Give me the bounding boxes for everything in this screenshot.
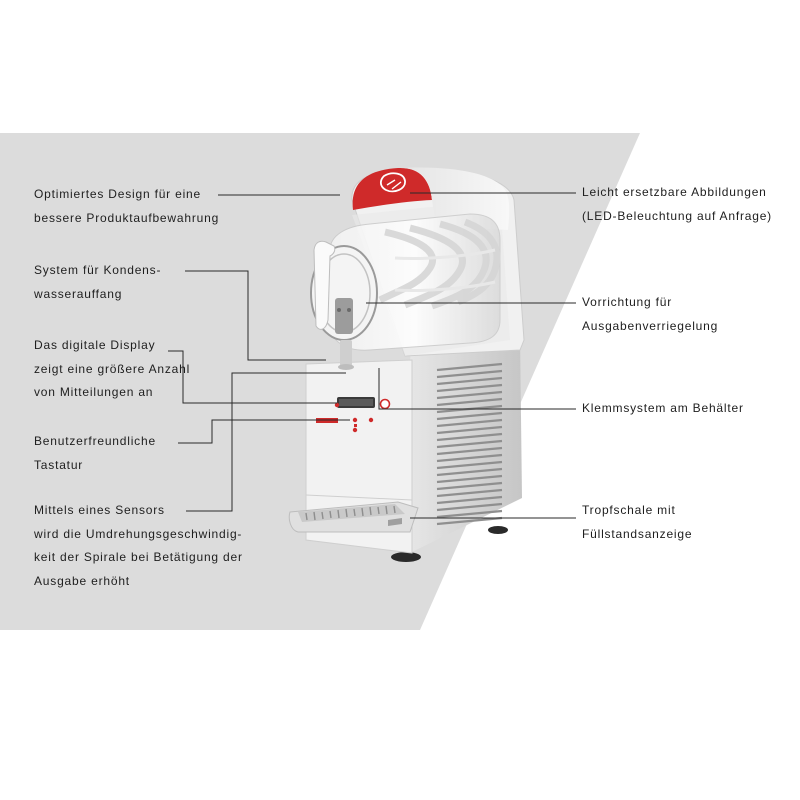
fill-level-window xyxy=(388,518,402,526)
callout-tastatur: Benutzerfreundliche Tastatur xyxy=(34,430,156,477)
callout-tropf: Tropfschale mit Füllstandsanzeige xyxy=(582,499,692,546)
dispenser-nozzle xyxy=(340,340,352,366)
cap-side xyxy=(400,167,510,230)
callout-line: Mittels eines Sensors xyxy=(34,503,165,517)
callout-klemm: Klemmsystem am Behälter xyxy=(582,397,744,421)
callout-line: Leicht ersetzbare Abbildungen xyxy=(582,185,767,199)
callout-line: wasserauffang xyxy=(34,286,123,301)
callout-line: Ausgabenverriegelung xyxy=(582,318,719,333)
foot-back xyxy=(488,526,508,534)
keypad-button-4 xyxy=(352,427,358,433)
callout-line: Benutzerfreundliche xyxy=(34,434,156,448)
keypad-button-1 xyxy=(334,402,340,408)
callout-line: (LED-Beleuchtung auf Anfrage) xyxy=(582,208,772,223)
leader-sensor xyxy=(186,372,346,512)
dispensing-lever xyxy=(313,240,336,330)
leader-tastatur xyxy=(178,419,350,444)
callout-line: keit der Spirale bei Betätigung der xyxy=(34,550,243,564)
callout-line: Füllstandsanzeige xyxy=(582,526,693,541)
callout-line: zeigt eine größere Anzahl xyxy=(34,361,191,376)
callout-sensor: Mittels eines Sensors wird die Umdrehung… xyxy=(34,499,243,593)
callout-line: von Mitteilungen an xyxy=(34,385,154,399)
body-front-seam xyxy=(305,494,413,501)
callout-abbildungen: Leicht ersetzbare Abbildungen (LED-Beleu… xyxy=(582,181,772,228)
callout-line: Vorrichtung für xyxy=(582,295,673,309)
leader-kondens xyxy=(185,270,326,361)
callout-line: Klemmsystem am Behälter xyxy=(582,401,744,415)
drip-tray xyxy=(288,501,419,533)
keypad-button-3 xyxy=(368,417,374,423)
foot-front xyxy=(391,552,421,562)
callout-line: Tastatur xyxy=(34,457,84,472)
callout-display: Das digitale Display zeigt eine größere … xyxy=(34,334,190,405)
callout-line: wird die Umdrehungsgeschwindig- xyxy=(34,526,243,541)
callout-line: Tropfschale mit xyxy=(582,503,676,517)
callout-line: Das digitale Display xyxy=(34,338,156,352)
callout-line: Optimiertes Design für eine xyxy=(34,187,201,201)
slush-machine-illustration xyxy=(288,167,525,562)
leader-display xyxy=(168,350,337,404)
drip-tray-grid xyxy=(305,505,396,521)
leader-klemm xyxy=(378,368,576,410)
callout-kondens: System für Kondens- wasserauffang xyxy=(34,259,161,306)
keypad-lamp xyxy=(354,424,357,427)
power-button xyxy=(379,398,391,410)
keypad-button-2 xyxy=(352,417,358,423)
callout-line: bessere Produktaufbewahrung xyxy=(34,210,220,225)
callout-design: Optimiertes Design für eine bessere Prod… xyxy=(34,183,219,230)
leader-lines xyxy=(168,192,576,519)
callout-line: System für Kondens- xyxy=(34,263,162,277)
callout-verriegelung: Vorrichtung für Ausgabenverriegelung xyxy=(582,291,718,338)
callout-line: Ausgabe erhöht xyxy=(34,573,130,588)
air-vents xyxy=(436,362,503,526)
